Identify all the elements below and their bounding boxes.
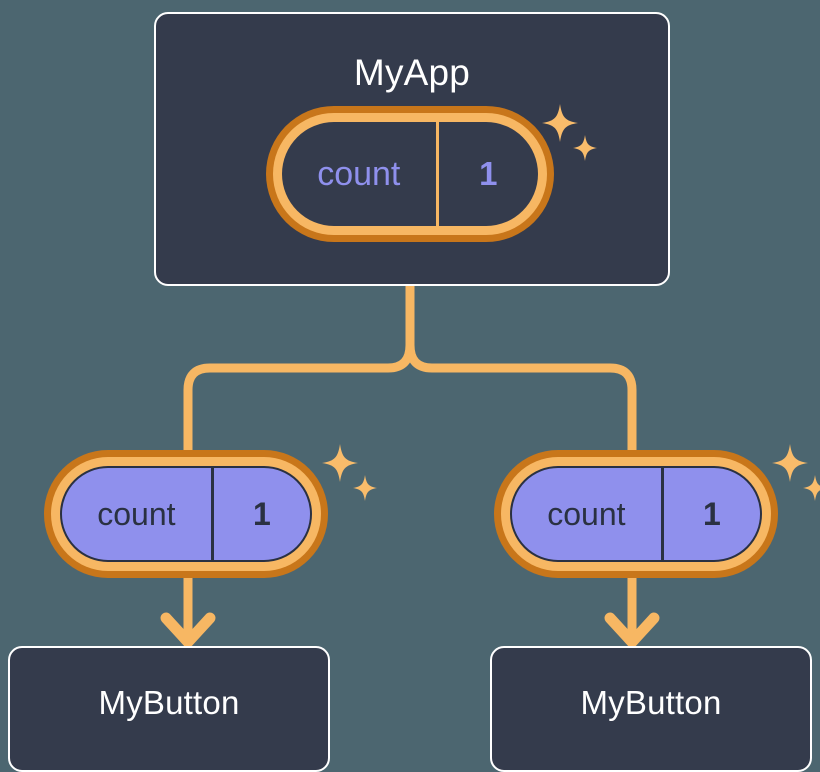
state-pill-ring-left: count 1 <box>51 457 321 571</box>
state-pill-root[interactable]: count 1 <box>266 106 554 242</box>
state-pill-ring: count 1 <box>273 113 547 235</box>
state-key-label-left: count <box>97 495 176 532</box>
page-title: MyApp <box>353 52 471 93</box>
arrowhead-left-icon <box>166 618 210 642</box>
sparkle-left-icon <box>322 444 377 501</box>
state-pill-right[interactable]: count 1 <box>494 450 778 578</box>
state-key-label: count <box>317 154 401 193</box>
leaf-component-card-left[interactable]: MyButton <box>8 646 330 772</box>
state-pill-body: count 1 <box>282 122 538 226</box>
state-pill-left[interactable]: count 1 <box>44 450 328 578</box>
state-key-label-right: count <box>547 495 626 532</box>
state-value-label-left: 1 <box>210 468 310 560</box>
state-pill-body-right: count 1 <box>510 466 762 562</box>
state-pill-ring-right: count 1 <box>501 457 771 571</box>
connector-split-to-right-pill <box>405 340 637 457</box>
leaf-component-card-right[interactable]: MyButton <box>490 646 812 772</box>
leaf-component-label-left: MyButton <box>98 684 240 721</box>
state-value-label: 1 <box>435 122 538 226</box>
state-value-label-right: 1 <box>660 468 760 560</box>
arrowhead-right-icon <box>610 618 654 642</box>
state-pill-body-left: count 1 <box>60 466 312 562</box>
leaf-component-label-right: MyButton <box>580 684 722 721</box>
connector-split-to-left-pill <box>183 340 415 457</box>
